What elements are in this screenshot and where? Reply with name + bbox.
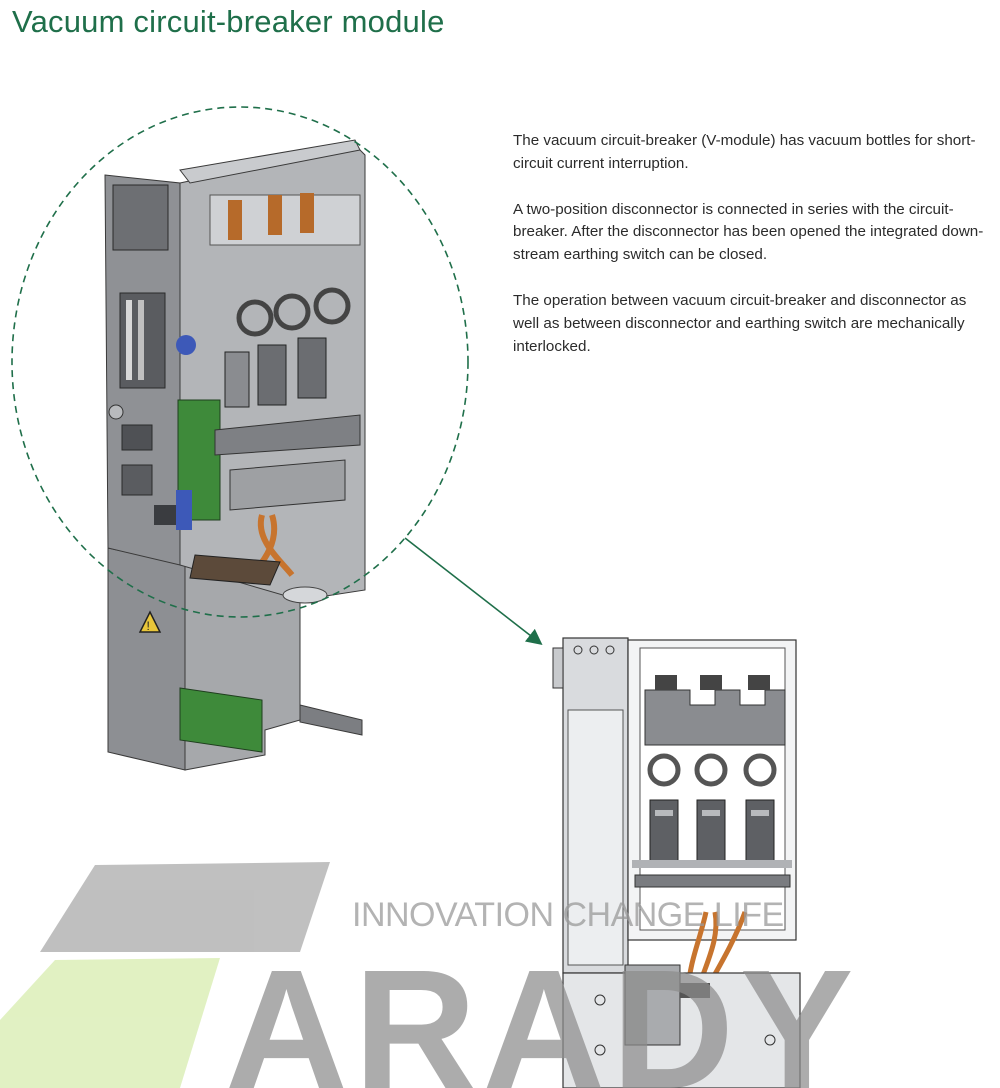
watermark-brand: ARADY <box>225 935 859 1088</box>
page-title: Vacuum circuit-breaker module <box>12 4 445 39</box>
watermark-logo-mark <box>0 862 330 1088</box>
switchgear-module-isometric: ! <box>104 139 366 771</box>
svg-text:!: ! <box>147 619 150 633</box>
switchgear-module-front-view <box>552 637 801 1088</box>
callout-arrow <box>404 537 543 645</box>
paragraph-interlock: The operation between vacuum circuit-bre… <box>513 291 967 355</box>
paragraph-disconnector: A two-position disconnector is connected… <box>513 200 984 264</box>
description-text: The vacuum circuit-breaker (V-module) ha… <box>513 130 993 381</box>
phase-bushings <box>224 193 351 408</box>
callout-ellipse <box>11 106 469 618</box>
watermark-tagline: INNOVATION CHANGE LIFE <box>352 896 784 934</box>
paragraph-vacuum-bottles: The vacuum circuit-breaker (V-module) ha… <box>513 132 976 172</box>
